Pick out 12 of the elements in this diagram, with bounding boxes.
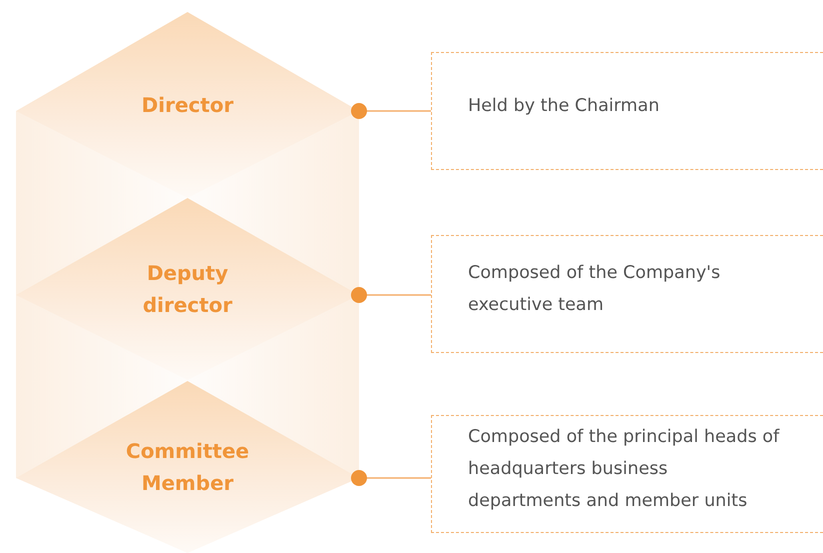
role-label: Deputy director bbox=[142, 260, 234, 319]
connector-line bbox=[351, 287, 431, 303]
description-box bbox=[431, 415, 823, 533]
role-label: Director bbox=[140, 92, 234, 119]
description-text: Held by the Chairman bbox=[468, 95, 660, 118]
role-label: Committee Member bbox=[124, 438, 250, 497]
description-box bbox=[431, 52, 823, 170]
description-text: Composed of the Company's executive team bbox=[468, 262, 722, 317]
connector-line bbox=[351, 103, 431, 119]
description-text: Composed of the principal heads of headquarters business departments and member units bbox=[468, 426, 781, 513]
connector-line bbox=[351, 470, 431, 486]
description-box bbox=[431, 235, 823, 353]
